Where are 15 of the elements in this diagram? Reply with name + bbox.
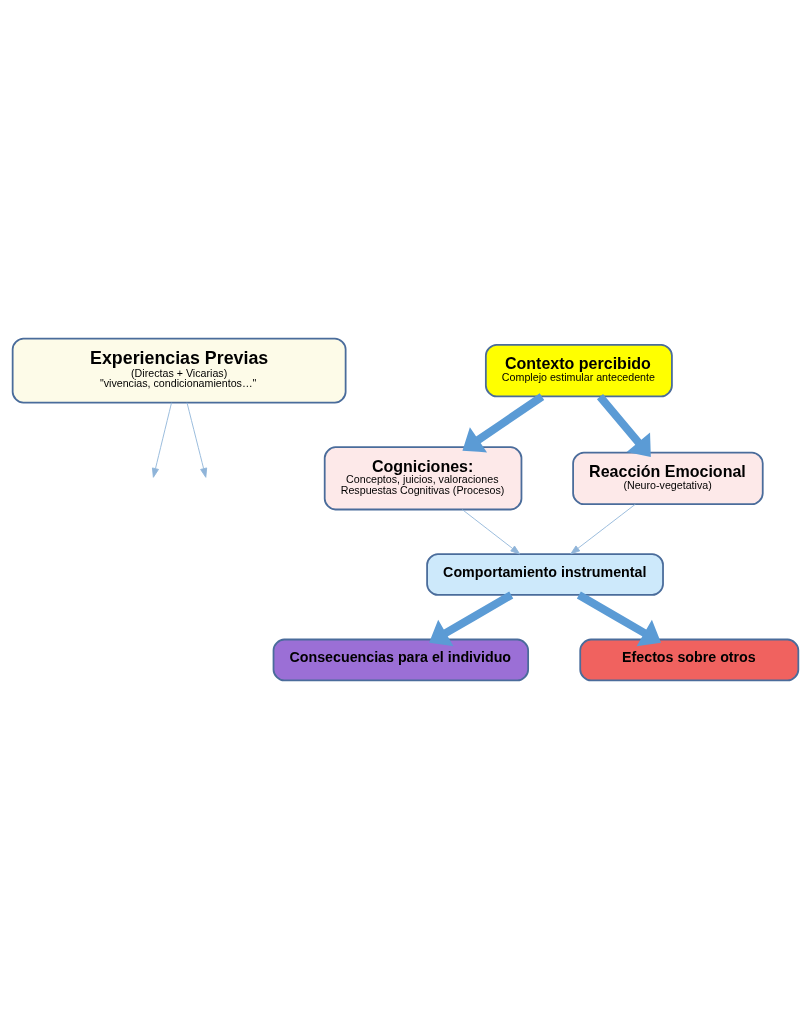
node-box: Contexto percibido Complejo estimular antecedente: [484, 343, 673, 398]
node-box: Consecuencias para el individuo: [272, 638, 530, 682]
arrow: [461, 509, 521, 555]
node-box: Experiencias Previas (Directas + Vicarias) "vivencias, condicionamientos…": [11, 337, 347, 404]
arrow: [186, 402, 208, 478]
node-box: Reacción Emocional (Neuro-vegetativa): [572, 451, 764, 506]
arrow: [570, 503, 636, 555]
arrow: [576, 591, 662, 647]
node-box: Cogniciones: Conceptos, juicios, valoraciones Respuestas Cognitivas (Procesos): [323, 446, 523, 511]
node-box: Comportamiento instrumental: [426, 553, 664, 596]
arrow: [152, 402, 172, 478]
node-box: Efectos sobre otros: [579, 638, 800, 682]
arrow: [462, 393, 545, 453]
arrow: [596, 394, 651, 458]
arrow: [429, 591, 514, 647]
